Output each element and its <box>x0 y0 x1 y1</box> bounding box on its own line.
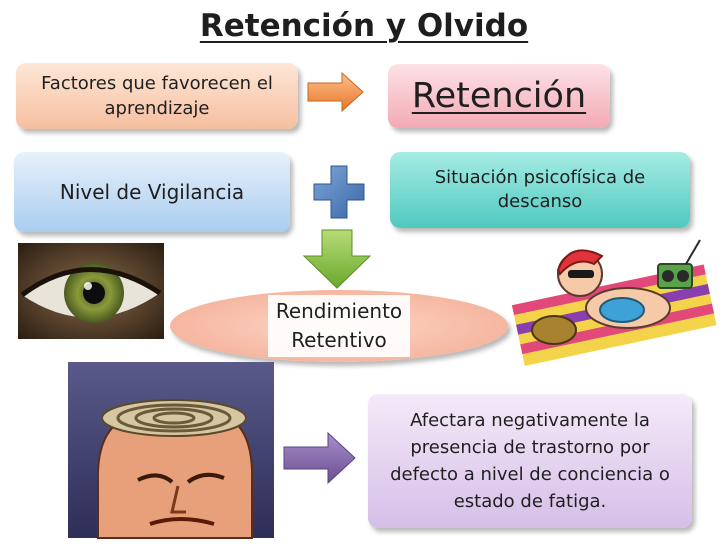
rendimiento-label: Rendimiento Retentivo <box>267 295 411 357</box>
afectara-line-1: Afectara negativamente la <box>410 410 650 431</box>
rendimiento-ellipse: Rendimiento Retentivo <box>170 290 508 362</box>
descanso-box: Situación psicofísica de descanso <box>390 152 690 228</box>
orange-arrow-icon <box>307 71 364 113</box>
vigilancia-box: Nivel de Vigilancia <box>14 152 290 232</box>
afectara-line-4: estado de fatiga. <box>453 491 607 512</box>
plus-icon <box>313 165 365 219</box>
eye-picture <box>18 243 164 339</box>
green-down-arrow-icon <box>302 229 372 289</box>
descanso-line-2: descanso <box>497 191 583 212</box>
rendimiento-line-2: Retentivo <box>291 328 387 352</box>
purple-arrow-icon <box>283 431 356 485</box>
descanso-line-1: Situación psicofísica de <box>434 167 646 188</box>
afectara-line-3: defecto a nivel de conciencia o <box>390 464 670 485</box>
factors-line-1: Factores que favorecen el <box>41 73 273 94</box>
afectara-line-2: presencia de trastorno por <box>410 437 650 458</box>
rendimiento-line-1: Rendimiento <box>275 299 403 323</box>
factors-line-2: aprendizaje <box>104 98 210 119</box>
sunbather-picture <box>511 239 717 366</box>
vigilancia-label: Nivel de Vigilancia <box>59 180 245 204</box>
retencion-box: Retención <box>388 64 610 128</box>
head-maze-picture <box>68 362 274 539</box>
slide-title: Retención y Olvido <box>199 8 529 44</box>
afectara-box: Afectara negativamente la presencia de t… <box>368 394 692 528</box>
retencion-label: Retención <box>411 76 587 116</box>
factors-box: Factores que favorecen el aprendizaje <box>16 63 298 129</box>
